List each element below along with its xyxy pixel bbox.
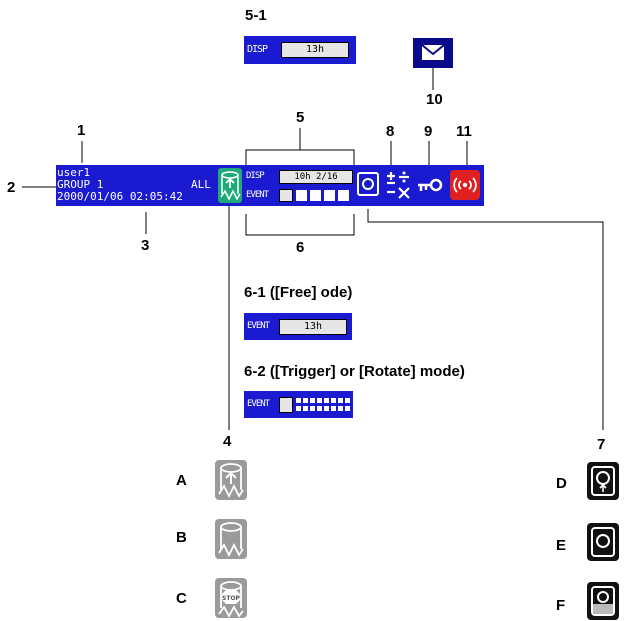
- disp-event-area: DISP 10h 2/16 EVENT: [245, 165, 355, 206]
- status-disp-label: DISP: [246, 171, 265, 181]
- event-segment: [296, 190, 307, 201]
- free-mode-title: 6-1 ([Free] ode): [244, 284, 353, 301]
- callout-5: 5: [296, 109, 305, 126]
- callout-7: 7: [597, 436, 606, 453]
- svg-text:STOP: STOP: [222, 595, 241, 602]
- media-variant-f-icon: [586, 581, 620, 621]
- callout-2: 2: [7, 179, 16, 196]
- memory-variant-b-icon: [215, 519, 247, 559]
- event-segment: [310, 190, 321, 201]
- media-variant-e-icon: [586, 522, 620, 562]
- callout-8: 8: [386, 123, 395, 140]
- callout-6: 6: [296, 239, 305, 256]
- disp-box-label: DISP: [247, 44, 268, 55]
- alarm-icon-cell: [446, 165, 484, 206]
- callout-5-1: 5-1: [245, 7, 267, 24]
- free-mode-box: EVENT 13h: [244, 313, 352, 340]
- callout-1: 1: [77, 122, 86, 139]
- trigger-gauge: [279, 397, 293, 413]
- callout-E: E: [556, 537, 567, 554]
- status-event-label: EVENT: [246, 190, 269, 200]
- alarm-signal-icon: [450, 170, 480, 200]
- display-scope: ALL: [191, 178, 211, 191]
- trigger-mode-box: EVENT: [244, 391, 353, 418]
- key-lock-icon: [416, 177, 444, 193]
- memory-icon-cell: [215, 165, 245, 206]
- callout-C: C: [176, 590, 187, 607]
- callout-F: F: [556, 597, 566, 614]
- disp-box: DISP 13h: [244, 36, 356, 64]
- trigger-mode-label: EVENT: [247, 399, 270, 409]
- callout-4: 4: [223, 433, 232, 450]
- memory-variant-a-icon: [215, 460, 247, 500]
- media-icon: [357, 172, 379, 196]
- key-lock-icon-cell: [414, 165, 446, 206]
- group-name: GROUP 1: [57, 178, 104, 191]
- memory-variant-c-icon: STOP: [215, 578, 247, 618]
- callout-B: B: [176, 529, 187, 546]
- disp-box-value: 13h: [281, 42, 349, 58]
- status-disp-value: 10h 2/16: [279, 170, 353, 184]
- date-time: 2000/01/06 02:05:42: [57, 190, 183, 203]
- event-segments: [279, 189, 353, 202]
- free-mode-value: 13h: [279, 319, 347, 335]
- free-mode-label: EVENT: [247, 321, 270, 331]
- callout-D: D: [556, 475, 567, 492]
- event-segment: [338, 190, 349, 201]
- trigger-mode-title: 6-2 ([Trigger] or [Rotate] mode): [244, 363, 465, 380]
- trigger-block-segments: [296, 398, 350, 411]
- mail-icon: [413, 38, 453, 68]
- memory-sample-icon: [218, 168, 242, 203]
- media-icon-cell: [355, 165, 382, 206]
- event-segment: [279, 189, 293, 202]
- math-icon: [385, 169, 411, 201]
- callout-11: 11: [456, 123, 472, 140]
- math-icon-cell: [382, 165, 414, 206]
- status-info-area: user1 GROUP 1 ALL 2000/01/06 02:05:42: [56, 165, 215, 206]
- callout-3: 3: [141, 237, 150, 254]
- user-name: user1: [57, 166, 91, 179]
- callout-10: 10: [426, 91, 443, 108]
- event-segment: [324, 190, 335, 201]
- media-variant-d-icon: [586, 461, 620, 501]
- callout-A: A: [176, 472, 187, 489]
- callout-9: 9: [424, 123, 433, 140]
